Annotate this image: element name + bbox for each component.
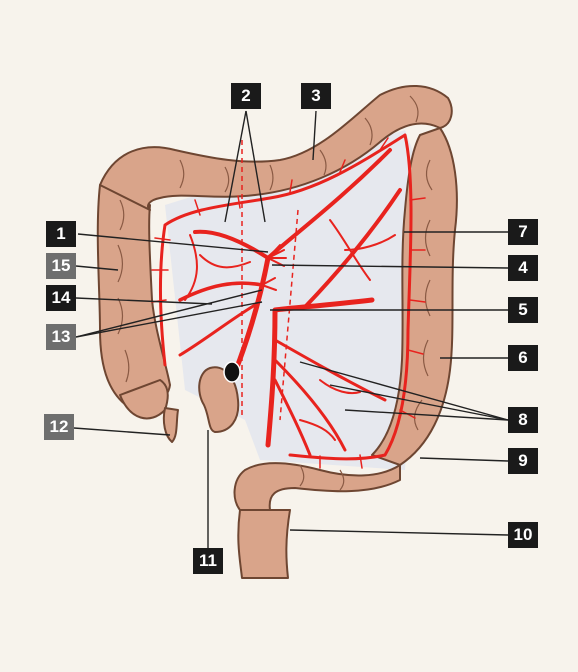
- leader-8b: [329, 384, 509, 421]
- resection-lines: [241, 140, 299, 421]
- haustra: [117, 95, 433, 491]
- leader-9: [419, 457, 509, 462]
- leader-12: [73, 427, 171, 436]
- transverse-colon: [99, 84, 453, 211]
- branch-fan: [261, 244, 287, 291]
- label-8: 8: [508, 407, 538, 433]
- colon: [96, 84, 458, 579]
- leader-3: [312, 110, 317, 161]
- middle-colic-artery: [193, 148, 392, 260]
- sigmoid-colon: [233, 462, 401, 511]
- label-10: 10: [508, 522, 538, 548]
- arteries: [151, 133, 426, 469]
- label-15: 15: [46, 253, 76, 279]
- leader-2a: [224, 110, 247, 223]
- leader-4: [271, 264, 509, 269]
- leader-10: [289, 529, 509, 536]
- rectum: [237, 509, 291, 579]
- arcades: [184, 219, 396, 441]
- vasa-recta: [151, 137, 426, 469]
- label-7: 7: [508, 219, 538, 245]
- appendix: [162, 407, 179, 443]
- label-11: 11: [193, 548, 223, 574]
- leader-15: [75, 265, 119, 271]
- left-colic-artery: [303, 188, 402, 309]
- ileal-lumen: [223, 361, 241, 383]
- descending-colon: [371, 127, 458, 466]
- leader-14: [75, 297, 213, 305]
- label-14: 14: [46, 285, 76, 311]
- leader-lines: [73, 110, 509, 548]
- leader-13a: [75, 289, 263, 338]
- label-9: 9: [508, 448, 538, 474]
- leader-13b: [75, 301, 263, 338]
- leader-8c: [344, 409, 509, 421]
- label-4: 4: [508, 255, 538, 281]
- ileocolic-artery: [178, 303, 257, 357]
- leader-8a: [299, 361, 509, 421]
- label-3: 3: [301, 83, 331, 109]
- resection-line-left: [279, 209, 299, 421]
- leader-1: [77, 233, 269, 253]
- label-12: 12: [44, 414, 74, 440]
- marginal-artery: [159, 133, 413, 461]
- leader-2b: [245, 110, 266, 223]
- label-5: 5: [508, 297, 538, 323]
- label-6: 6: [508, 345, 538, 371]
- label-13: 13: [46, 324, 76, 350]
- label-2: 2: [231, 83, 261, 109]
- label-1: 1: [46, 221, 76, 247]
